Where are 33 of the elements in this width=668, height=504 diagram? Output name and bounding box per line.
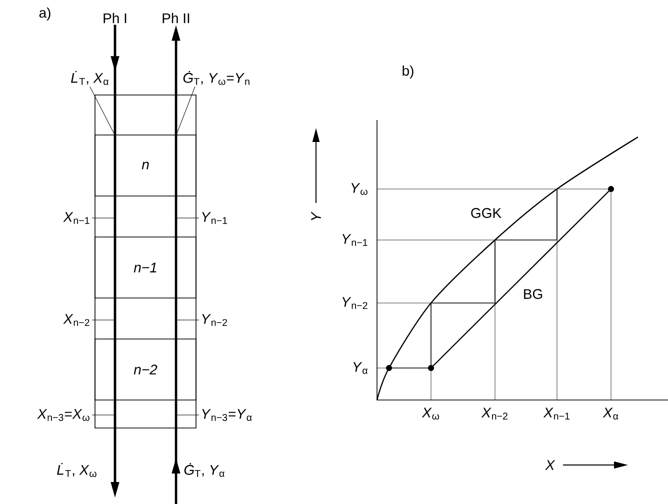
leader-line <box>92 414 116 416</box>
tick-label: Y$_{α}$ <box>353 362 368 374</box>
leader-line <box>176 414 200 416</box>
tick-label: X$_{ω}$ <box>422 408 440 420</box>
stream-label: L̇$_{T}$, X$_{ω}$ <box>57 463 96 477</box>
concentration-label: Y$_{n−3}$=Y$_{α}$ <box>202 409 252 421</box>
tick-label: X$_{n−2}$ <box>481 408 508 420</box>
tick-label: Y$_{n−2}$ <box>342 297 368 309</box>
panel-label: a) <box>39 7 50 21</box>
concentration-label: Y$_{n−2}$ <box>202 314 228 326</box>
tick-label: X$_{α}$ <box>602 408 618 420</box>
phase-label: Ph II <box>162 12 190 24</box>
stream-label: L̇$_{T}$, X$_{α}$ <box>71 71 109 85</box>
stream-label: Ġ$_{T}$, Y$_{α}$ <box>184 463 224 477</box>
concentration-label: X$_{n−3}$=X$_{ω}$ <box>37 409 90 421</box>
stage-box: n <box>94 134 196 196</box>
column-box <box>94 94 196 428</box>
concentration-label: X$_{n−2}$ <box>63 314 90 326</box>
concentration-label: X$_{n−1}$ <box>63 212 90 224</box>
concentration-label: Y$_{n−1}$ <box>202 212 228 224</box>
axis-label: Y <box>311 212 321 220</box>
stage-box: n−2 <box>94 338 196 400</box>
tick-label: Y$_{n−1}$ <box>342 234 368 246</box>
phase-label: Ph I <box>104 12 126 24</box>
panel-label: b) <box>402 65 414 79</box>
leader-line <box>176 86 196 135</box>
tick-label: X$_{n−1}$ <box>543 408 570 420</box>
curve-label: GGK <box>471 208 502 218</box>
curve-label: BG <box>524 289 542 299</box>
stream-label: Ġ$_{T}$, Y$_{ω}$=Y$_{n}$ <box>183 71 250 85</box>
stage-box: n−1 <box>94 236 196 298</box>
tick-label: Y$_{ω}$ <box>351 183 368 195</box>
axis-label: X <box>545 460 556 470</box>
